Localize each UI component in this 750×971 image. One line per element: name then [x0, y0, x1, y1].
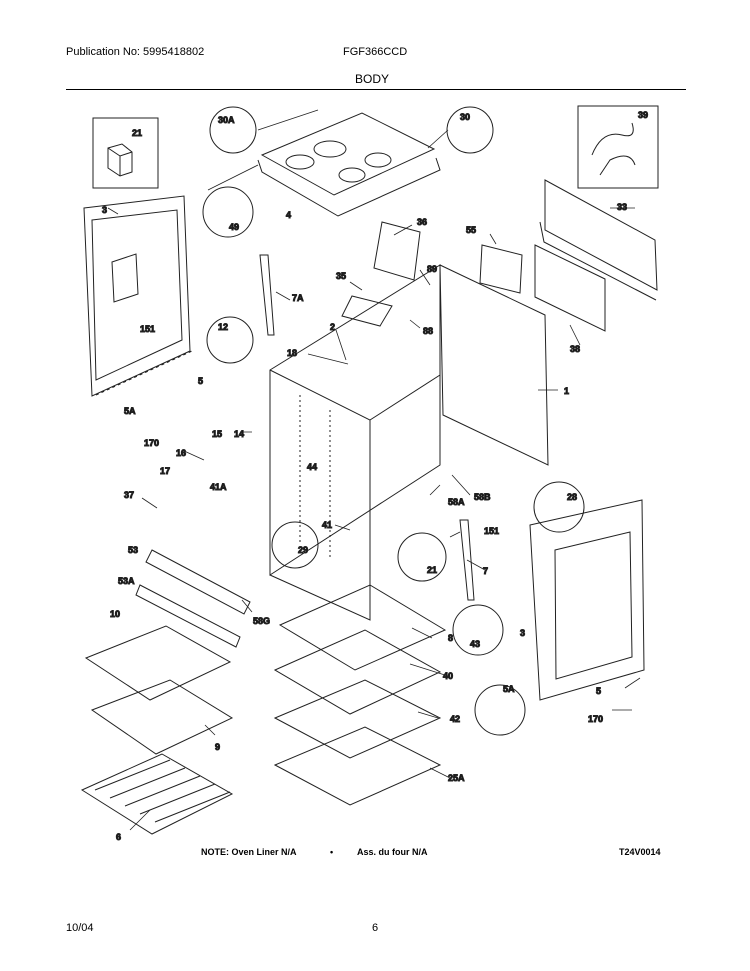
label-3-right: 3	[520, 628, 525, 638]
label-40: 40	[443, 671, 453, 681]
header-rule	[66, 89, 686, 90]
label-37: 37	[124, 490, 134, 500]
label-43: 43	[470, 639, 480, 649]
publication-number: Publication No: 5995418802	[66, 46, 205, 58]
label-12: 12	[218, 322, 228, 332]
label-49: 49	[229, 222, 239, 232]
label-3-left: 3	[102, 205, 107, 215]
label-36: 36	[417, 217, 427, 227]
trim-strips	[259, 254, 475, 601]
label-6: 6	[116, 832, 121, 842]
label-151-right: 151	[484, 526, 499, 536]
section-title: BODY	[355, 72, 390, 86]
label-170-right: 170	[588, 714, 603, 724]
label-41: 41	[322, 520, 332, 530]
label-44: 44	[307, 462, 317, 472]
label-58A: 58A	[448, 497, 465, 507]
leader-lines	[107, 109, 641, 831]
label-5A-left: 5A	[124, 406, 136, 416]
label-18: 18	[287, 348, 297, 358]
label-39: 39	[638, 110, 648, 120]
oven-rack-6	[80, 753, 234, 835]
label-9: 9	[215, 742, 220, 752]
inset-box-21	[92, 117, 159, 189]
label-58B: 58B	[474, 492, 491, 502]
label-15: 15	[212, 429, 222, 439]
drawer-rails-53	[135, 549, 251, 648]
part-labels: 21 3 151 5 5A 170 30A 4 49 30 39 33 36 5…	[102, 110, 649, 843]
label-88: 88	[423, 326, 433, 336]
label-17: 17	[160, 466, 170, 476]
label-1: 1	[564, 386, 569, 396]
label-42: 42	[450, 714, 460, 724]
label-35: 35	[336, 271, 346, 281]
label-5A-right: 5A	[503, 684, 515, 694]
note-oven-liner: NOTE: Oven Liner N/A	[201, 847, 297, 857]
label-5-right: 5	[596, 686, 601, 696]
label-4: 4	[286, 210, 291, 220]
label-14: 14	[234, 429, 244, 439]
part-55	[479, 244, 523, 294]
label-5-left: 5	[198, 376, 203, 386]
label-21-bottom: 21	[427, 565, 437, 575]
label-170-left: 170	[144, 438, 159, 448]
label-30A: 30A	[218, 115, 235, 125]
bracket-36	[341, 221, 421, 327]
label-38: 38	[570, 344, 580, 354]
label-55: 55	[466, 225, 476, 235]
footer-date: 10/04	[66, 922, 94, 934]
label-33: 33	[617, 202, 627, 212]
label-7: 7	[483, 566, 488, 576]
diagram-code: T24V0014	[619, 847, 661, 857]
label-30: 30	[460, 112, 470, 122]
back-panel-33	[539, 179, 658, 301]
model-number: FGF366CCD	[343, 46, 408, 58]
note-ass-du-four: Ass. du four N/A	[357, 847, 428, 857]
label-16: 16	[176, 448, 186, 458]
left-door-3	[83, 195, 193, 397]
shield-38	[534, 244, 606, 332]
label-10: 10	[110, 609, 120, 619]
label-21-top: 21	[132, 128, 142, 138]
label-2: 2	[330, 322, 335, 332]
body-frame-1	[269, 264, 549, 621]
label-8: 8	[448, 633, 453, 643]
right-door-3	[529, 499, 645, 701]
label-28: 28	[567, 492, 577, 502]
label-53: 53	[128, 545, 138, 555]
cooktop-top-4	[257, 112, 441, 217]
footer-page-number: 6	[372, 922, 379, 934]
drawer-assembly	[273, 584, 447, 806]
label-89: 89	[427, 264, 437, 274]
label-41A: 41A	[210, 482, 227, 492]
broil-pan	[84, 625, 234, 755]
label-25A: 25A	[448, 773, 465, 783]
label-151-left: 151	[140, 324, 155, 334]
callout-circles	[202, 106, 585, 736]
note-bullet: •	[330, 847, 334, 857]
label-58G: 58G	[253, 616, 270, 626]
inset-box-39	[577, 105, 659, 189]
label-7A: 7A	[292, 293, 304, 303]
label-53A: 53A	[118, 576, 135, 586]
label-29: 29	[298, 545, 308, 555]
